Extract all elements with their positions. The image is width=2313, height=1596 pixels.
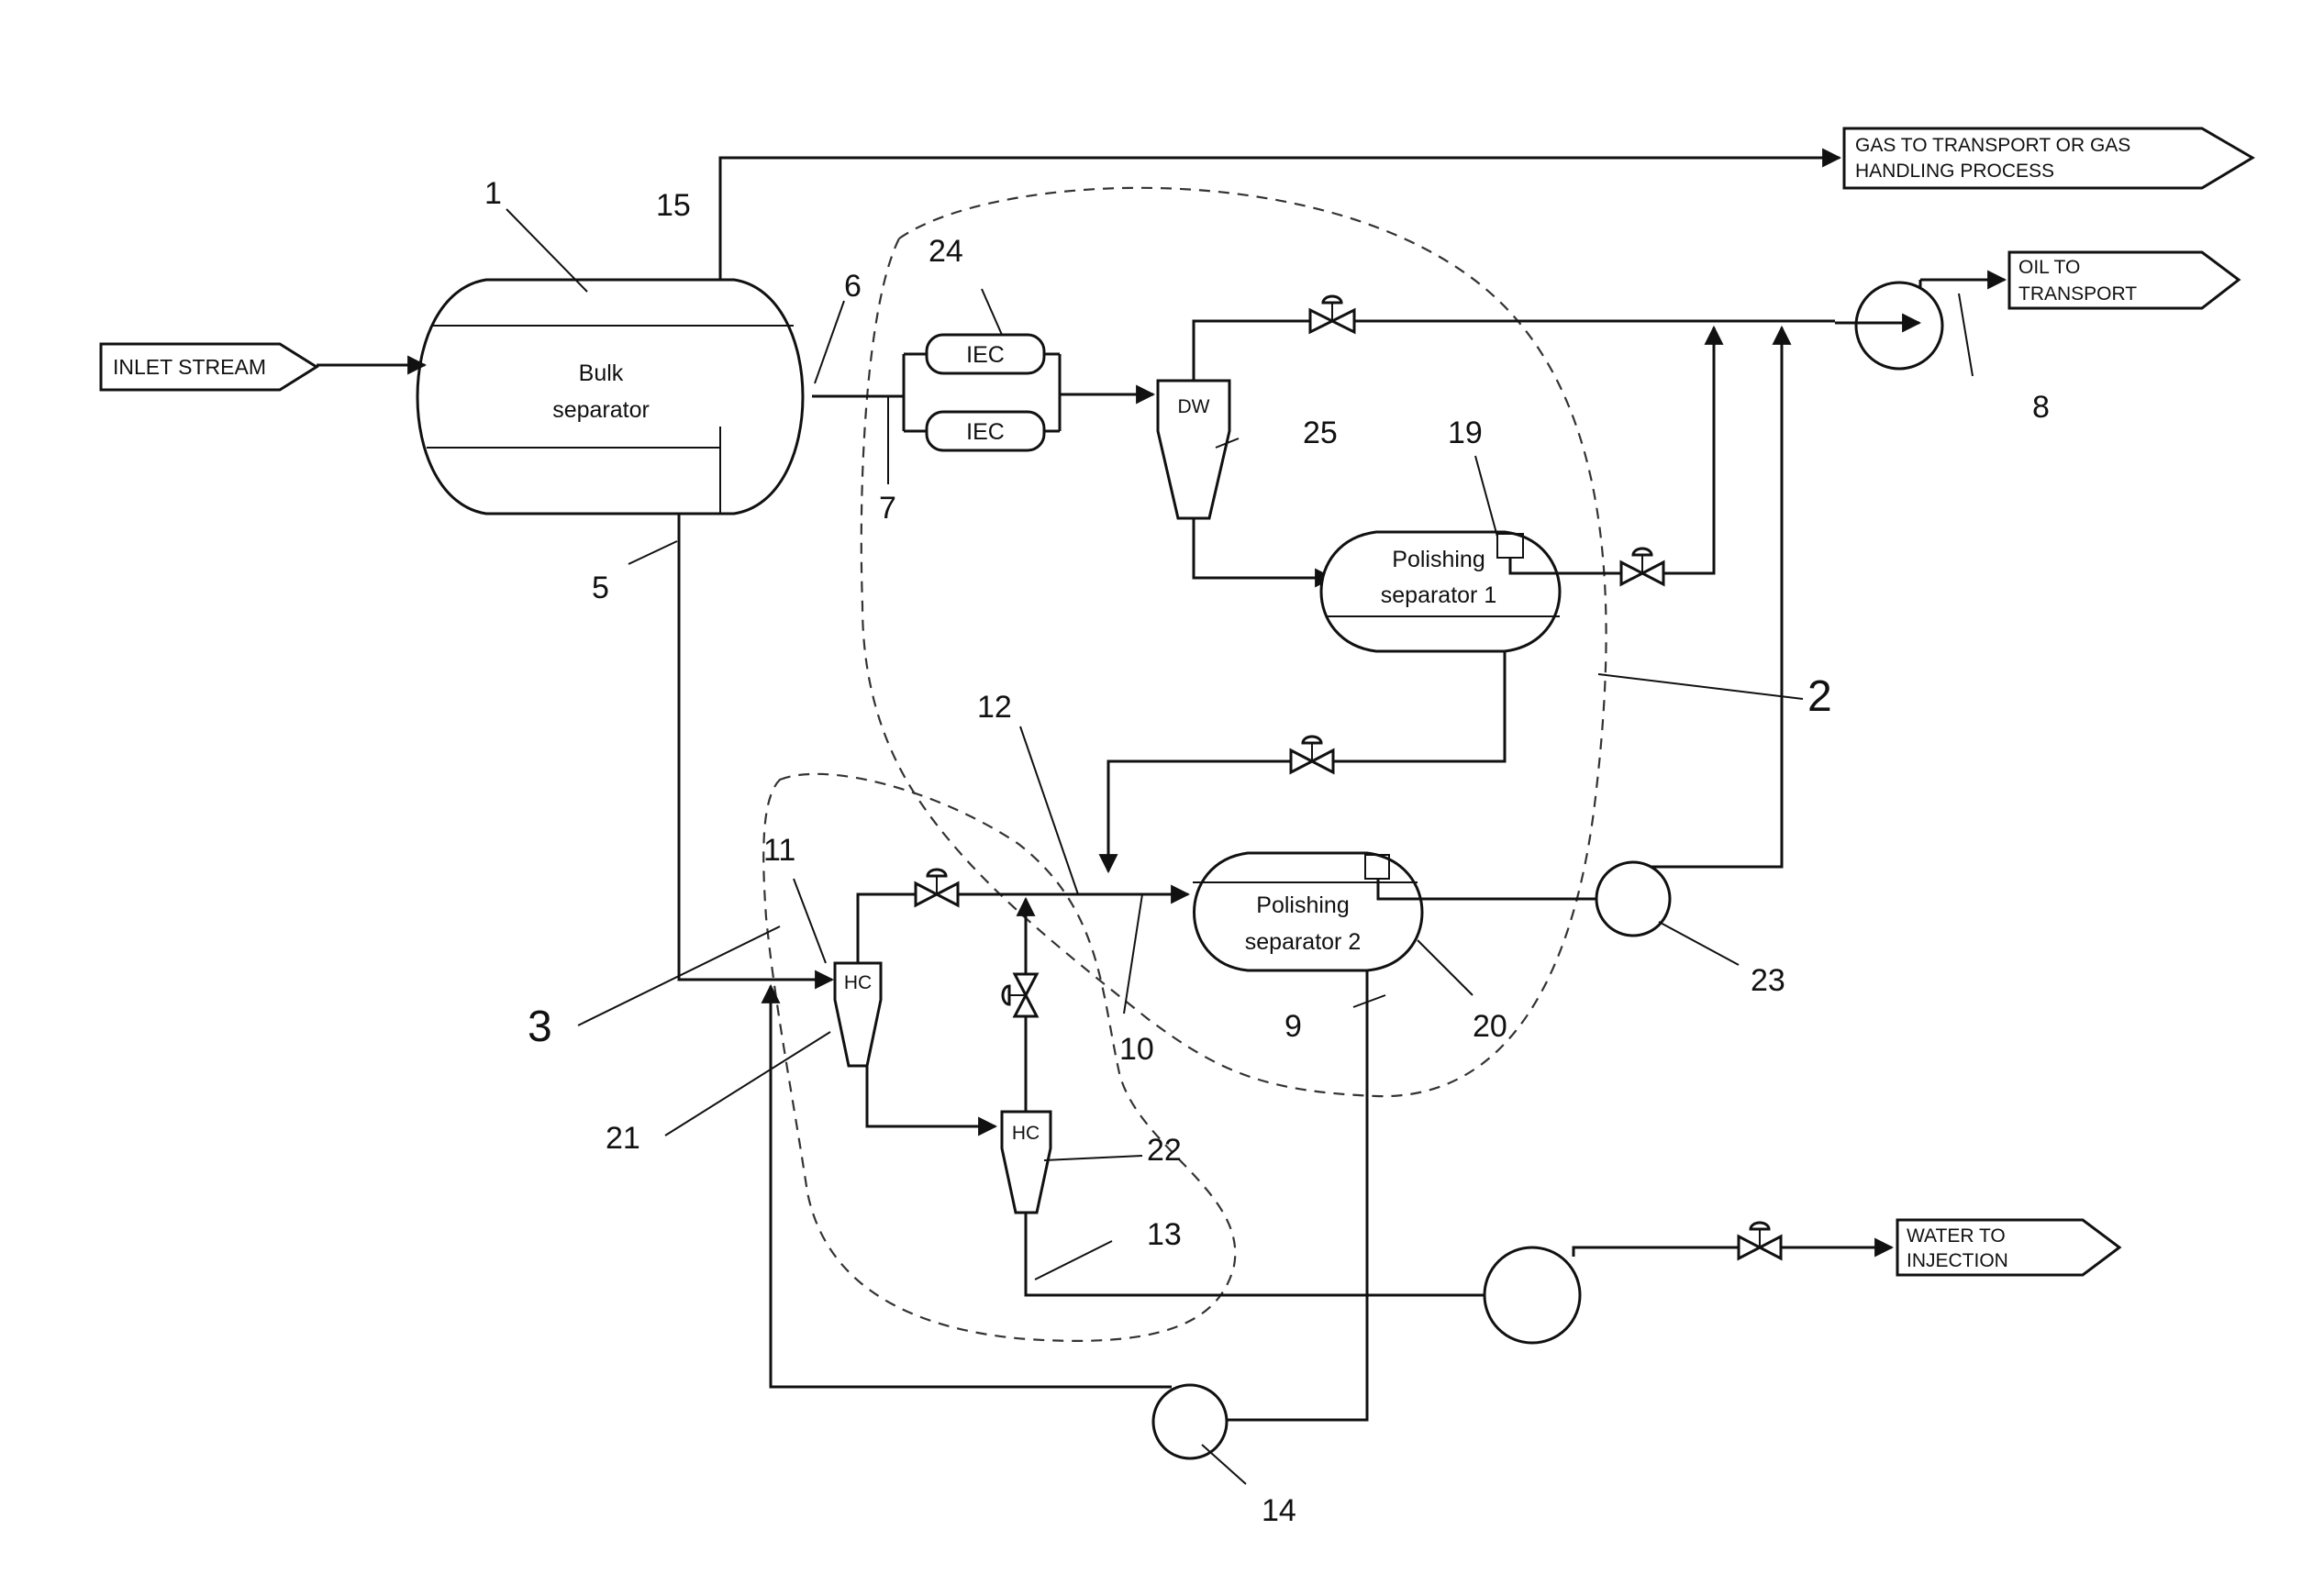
pump-23-discharge-line xyxy=(1651,327,1782,867)
dw-underflow-line xyxy=(1194,518,1332,578)
ref-9: 9 xyxy=(1284,1009,1302,1044)
polishing-separator-2-label-2: separator 2 xyxy=(1245,929,1361,955)
ref-2: 2 xyxy=(1807,672,1832,721)
polishing-separator-2: Polishing separator 2 xyxy=(1193,853,1422,970)
bulk-separator-label-2: separator xyxy=(552,397,650,423)
ps2-water-outlet-line xyxy=(1180,970,1367,1420)
ref-6: 6 xyxy=(844,269,862,304)
ref-25: 25 xyxy=(1303,416,1338,450)
gas-outlet-tag: GAS TO TRANSPORT OR GAS HANDLING PROCESS xyxy=(1844,128,2252,188)
water-injection-pump xyxy=(1485,1247,1580,1343)
inlet-stream-tag: INLET STREAM xyxy=(101,344,317,390)
water-outlet-tag: WATER TO INJECTION xyxy=(1897,1220,2119,1275)
ref-21: 21 xyxy=(606,1121,640,1156)
ref-22: 22 xyxy=(1147,1133,1182,1168)
ref-3: 3 xyxy=(528,1003,552,1051)
iec-unit-top: IEC xyxy=(927,335,1044,373)
hc1-overflow-line xyxy=(858,894,1188,963)
ref-8: 8 xyxy=(2032,390,2050,425)
ref-5: 5 xyxy=(592,571,609,605)
gas-outlet-label-2: HANDLING PROCESS xyxy=(1855,161,2054,182)
bulk-separator: Bulk separator xyxy=(417,280,803,514)
hc1-underflow-line xyxy=(867,1066,995,1126)
dewaterer: DW xyxy=(1158,381,1229,518)
ref-7: 7 xyxy=(879,491,896,526)
oil-outlet-label-1: OIL TO xyxy=(2018,257,2080,278)
polishing-separator-1: Polishing separator 1 xyxy=(1321,532,1560,651)
water-outlet-label-2: INJECTION xyxy=(1907,1250,2008,1271)
oil-outlet-tag: OIL TO TRANSPORT xyxy=(2009,252,2239,308)
recycle-line xyxy=(771,986,1172,1387)
water-line-5 xyxy=(679,514,832,980)
ref-19: 19 xyxy=(1448,416,1483,450)
valve-dw-overflow xyxy=(1310,296,1354,332)
hydrocyclone-2-label: HC xyxy=(1012,1123,1040,1144)
iec-unit-bottom: IEC xyxy=(927,412,1044,450)
subsystem-boundary-3 xyxy=(763,774,1235,1341)
water-injection-line xyxy=(1574,1247,1892,1257)
oil-outlet-label-2: TRANSPORT xyxy=(2018,283,2137,305)
bulk-separator-label-1: Bulk xyxy=(579,360,624,386)
recycle-pump-14 xyxy=(1153,1385,1227,1458)
water-outlet-label-1: WATER TO xyxy=(1907,1225,2006,1247)
ref-20: 20 xyxy=(1473,1009,1507,1044)
ps1-oil-outlet-line xyxy=(1510,327,1714,573)
valve-hc2-overflow xyxy=(1003,974,1037,1016)
gas-outlet-label-1: GAS TO TRANSPORT OR GAS xyxy=(1855,135,2130,156)
iec-bottom-label: IEC xyxy=(966,419,1005,445)
inlet-stream-label: INLET STREAM xyxy=(113,355,266,379)
valve-water-injection xyxy=(1739,1223,1781,1258)
ref-15: 15 xyxy=(656,188,691,223)
polishing-separator-1-label-1: Polishing xyxy=(1392,547,1485,572)
ref-11: 11 xyxy=(763,833,795,868)
polishing-separator-2-label-1: Polishing xyxy=(1256,892,1349,918)
valve-hc1-overflow xyxy=(916,870,958,905)
hydrocyclone-2: HC xyxy=(1002,1112,1051,1213)
ref-1: 1 xyxy=(484,176,502,211)
ref-13: 13 xyxy=(1147,1217,1182,1252)
polishing-separator-1-label-2: separator 1 xyxy=(1381,582,1496,608)
hc2-underflow-line xyxy=(1026,1213,1514,1295)
ref-12: 12 xyxy=(977,690,1012,725)
ref-23: 23 xyxy=(1751,963,1785,998)
dewaterer-label: DW xyxy=(1178,396,1210,417)
valve-ps1-water xyxy=(1291,737,1333,772)
ref-14: 14 xyxy=(1262,1493,1296,1528)
dw-overflow-line xyxy=(1194,321,1835,381)
valve-ps1-oil xyxy=(1621,549,1663,584)
oil-export-pump xyxy=(1835,283,1942,369)
ref-24: 24 xyxy=(929,234,963,269)
hydrocyclone-1: HC xyxy=(835,963,881,1066)
hydrocyclone-1-label: HC xyxy=(844,972,872,993)
ref-10: 10 xyxy=(1119,1032,1154,1067)
gas-line xyxy=(720,158,1840,280)
iec-top-label: IEC xyxy=(966,342,1005,368)
oil-recovery-pump-23 xyxy=(1596,862,1670,936)
